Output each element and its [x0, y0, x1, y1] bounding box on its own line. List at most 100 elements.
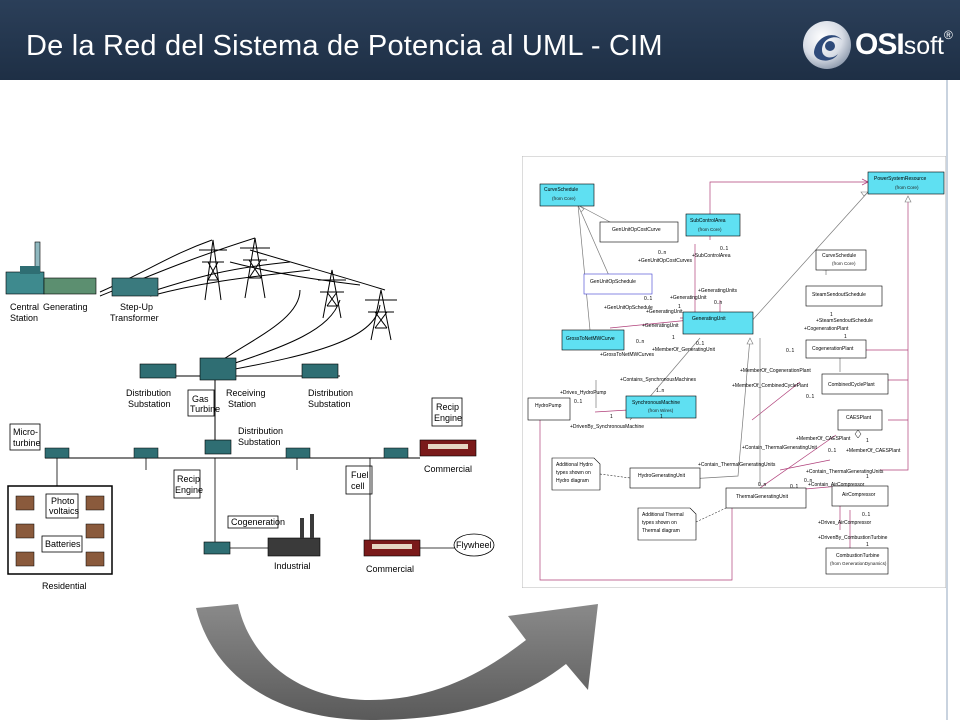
- uml-class-gen-unit-op-schedule: GenUnitOpSchedule: [583, 273, 653, 295]
- uml-class-curve-schedule-right: CurveSchedule (from Core): [815, 249, 867, 271]
- role-gen-unit-op-cost-curves: +GenUnitOpCostCurves: [638, 258, 693, 264]
- dist-sub-mid-label-1: Distribution: [238, 426, 283, 436]
- mult-01-h: 0..1: [790, 484, 799, 490]
- batteries-box: [41, 535, 83, 553]
- mult-1-d: 1: [610, 414, 613, 420]
- role-steam-sendout-schedule: +SteamSendoutSchedule: [816, 318, 873, 324]
- slide-title: De la Red del Sistema de Potencia al UML…: [26, 30, 663, 62]
- receiving-label-1: Receiving: [226, 388, 266, 398]
- dist-sub-right-label-1: Distribution: [308, 388, 353, 398]
- role-member-of-caes-plant-b: +MemberOf_CAESPlant: [846, 448, 901, 454]
- uml-class-hydro-pump: HydroPump: [527, 397, 571, 421]
- gas-turbine-box: [187, 389, 215, 417]
- uml-class-gen-unit-op-cost-curve: GenUnitOpCostCurve: [599, 221, 679, 243]
- role-contains-synchronous-machines: +Contains_SynchronousMachines: [620, 377, 697, 383]
- recip-engine-mid-label-1: Recip: [177, 474, 200, 484]
- industrial-label: Industrial: [274, 561, 311, 571]
- curve-schedule-right-from: (from Core): [832, 261, 856, 266]
- power-system-resource-from: (from Core): [895, 185, 919, 190]
- fuel-cell-box: [345, 465, 373, 495]
- photo-voltaics-label-2: voltaics: [49, 506, 80, 516]
- house-icon: [85, 523, 105, 539]
- cogeneration-label: Cogeneration: [231, 517, 285, 527]
- note-hydro-line-1: Additional Hydro: [556, 462, 593, 468]
- house-icon: [85, 551, 105, 567]
- synchronous-machine-name: SynchronousMachine: [632, 400, 680, 406]
- mult-1-e: 1: [830, 312, 833, 318]
- uml-class-generating-unit: GeneratingUnit: [682, 311, 754, 335]
- mult-1-a: 1: [678, 304, 681, 310]
- slide-header: De la Red del Sistema de Potencia al UML…: [0, 0, 960, 80]
- fuel-cell-label-2: cell: [351, 481, 365, 491]
- logo-suffix: soft: [903, 32, 944, 60]
- gross-to-net-mw-curve-name: GrossToNetMWCurve: [566, 336, 615, 342]
- photo-voltaics-label-1: Photo: [51, 496, 75, 506]
- slide-right-rule: [946, 80, 948, 720]
- substation-icon: [204, 439, 232, 455]
- mult-1-h: 1: [866, 474, 869, 480]
- mult-1-c: 1: [660, 414, 663, 420]
- role-generating-units-a: +GeneratingUnits: [698, 288, 738, 294]
- substation-icon: [139, 363, 177, 379]
- logo-registered: ®: [943, 28, 953, 42]
- logo-brand: OSI: [855, 28, 905, 61]
- recip-engine-mid-box: [173, 469, 201, 499]
- substation-icon: [203, 541, 231, 555]
- transmission-tower-icon: [365, 289, 397, 341]
- mult-01-e: 0..1: [786, 348, 795, 354]
- sub-control-area-from: (from Core): [698, 227, 722, 232]
- mult-1-f: 1: [844, 334, 847, 340]
- pole-transformer-icon: [44, 447, 70, 459]
- micro-turbine-label-1: Micro-: [13, 427, 38, 437]
- gen-unit-op-schedule-name: GenUnitOpSchedule: [590, 279, 636, 285]
- house-icon: [15, 523, 35, 539]
- synchronous-machine-from: (from Wires): [648, 408, 674, 413]
- commercial-top-label: Commercial: [424, 464, 472, 474]
- air-compressor-name: AirCompressor: [842, 492, 876, 498]
- power-grid-diagram: Central Station Generating Step-Up Trans…: [5, 237, 495, 591]
- role-drives-hydro-pump: +Drives_HydroPump: [560, 390, 606, 396]
- mult-1-i: 1: [866, 542, 869, 548]
- commercial-bottom-label: Commercial: [366, 564, 414, 574]
- dist-sub-left-label-2: Substation: [128, 399, 171, 409]
- mult-1-g: 1: [866, 438, 869, 444]
- substation-icon: [301, 363, 339, 379]
- osisoft-logo: OSIsoft®: [800, 18, 953, 72]
- mult-01-g: 0..1: [828, 448, 837, 454]
- central-station-icon: [5, 241, 159, 297]
- mult-01-d: 0..1: [574, 399, 583, 405]
- mult-1n: 1..n: [656, 388, 665, 394]
- uml-note-thermal: Additional Thermal types shown on Therma…: [637, 507, 697, 541]
- transmission-tower-icon: [318, 269, 346, 319]
- generating-unit-name: GeneratingUnit: [692, 316, 726, 322]
- combined-cycle-plant-name: CombinedCyclePlant: [828, 382, 875, 388]
- steam-sendout-schedule-name: SteamSendoutSchedule: [812, 292, 866, 298]
- role-driven-by-synchronous-machine: +DrivenBy_SynchronousMachine: [570, 424, 644, 430]
- uml-class-steam-sendout-schedule: SteamSendoutSchedule: [805, 285, 883, 307]
- flywheel-box: [453, 533, 495, 557]
- combustion-turbine-from: (from GenerationDynamics): [830, 561, 887, 566]
- role-contain-air-compressor: +Contain_AirCompressor: [808, 482, 865, 488]
- central-station-label-2: Station: [10, 313, 38, 323]
- pole-transformer-icon: [133, 447, 159, 459]
- role-drives-air-compressor: +Drives_AirCompressor: [818, 520, 872, 526]
- recip-engine-mid-label-2: Engine: [175, 485, 203, 495]
- micro-turbine-box: [9, 423, 41, 451]
- caes-plant-name: CAESPlant: [846, 415, 872, 421]
- uml-class-thermal-generating-unit: ThermalGeneratingUnit: [725, 487, 807, 509]
- pole-transformer-icon: [383, 447, 409, 459]
- flywheel-label: Flywheel: [456, 540, 492, 550]
- osisoft-wordmark: OSIsoft®: [855, 28, 953, 62]
- hydro-pump-name: HydroPump: [535, 403, 562, 409]
- role-contain-thermal-generating-units: +Contain_ThermalGeneratingUnits: [698, 462, 776, 468]
- note-thermal-line-3: Thermal diagram: [642, 528, 680, 534]
- recip-engine-right-box: [431, 397, 463, 427]
- mult-01-f: 0..1: [806, 394, 815, 400]
- commercial-building-icon: [363, 539, 421, 557]
- role-gen-unit-op-schedule: +GenUnitOpSchedule: [604, 305, 653, 311]
- uml-class-combined-cycle-plant: CombinedCyclePlant: [821, 373, 889, 395]
- house-icon: [85, 495, 105, 511]
- receiving-label-2: Station: [228, 399, 256, 409]
- mult-01-i: 0..1: [862, 512, 871, 518]
- mult-0n-a: 0..n: [658, 250, 667, 256]
